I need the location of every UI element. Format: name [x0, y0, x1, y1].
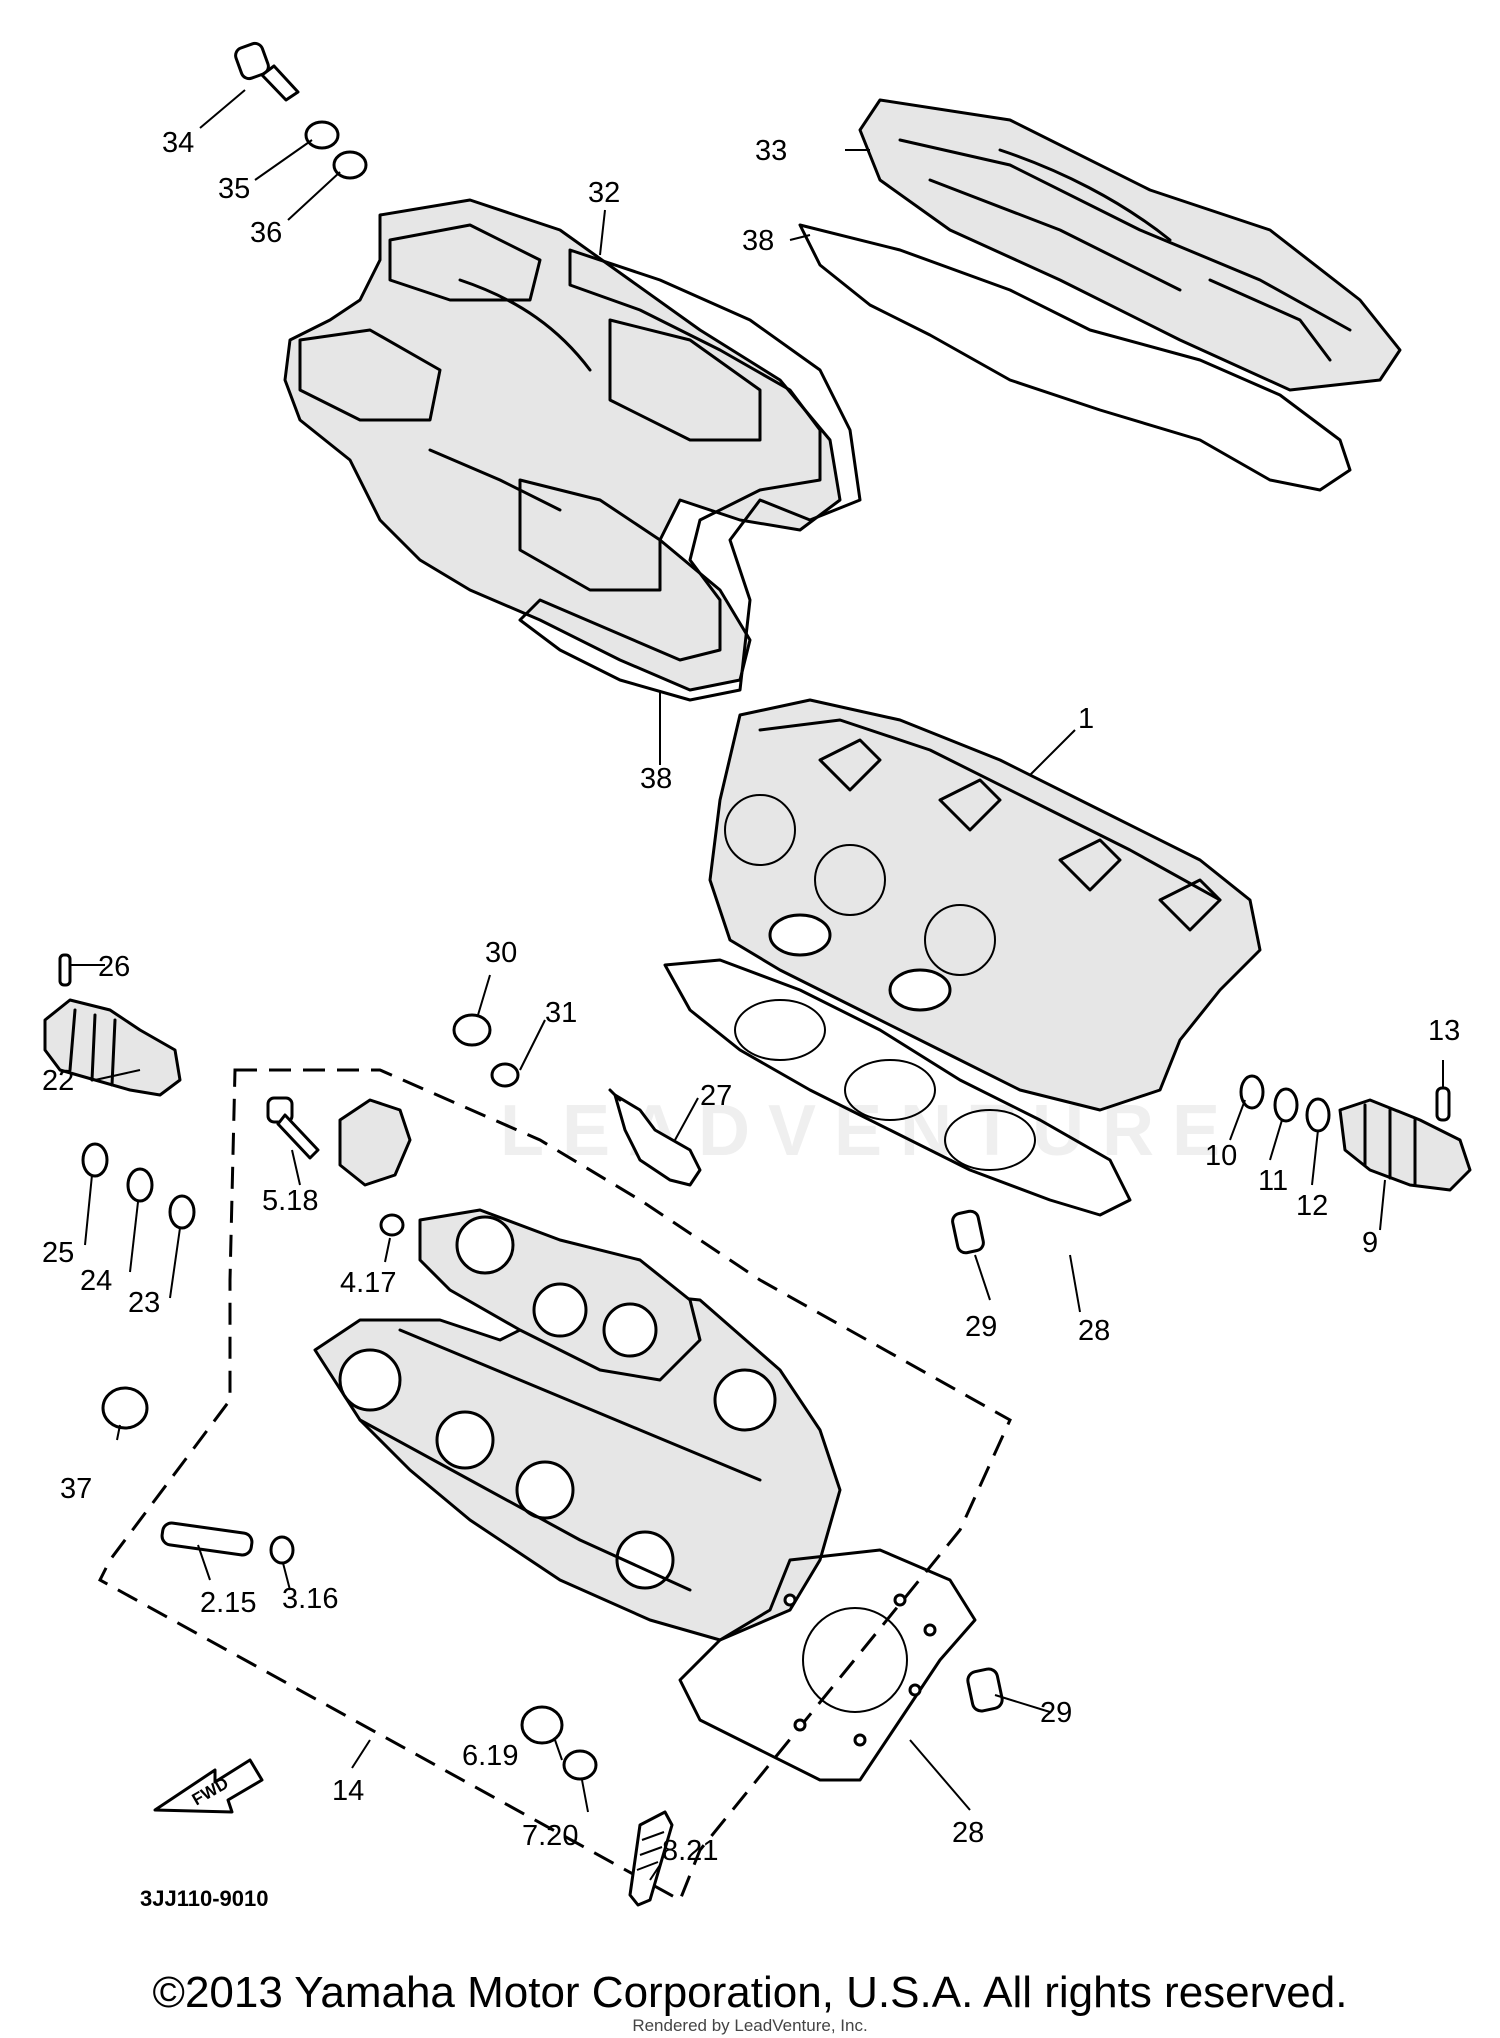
callout-36: 36: [250, 217, 282, 249]
part-30: [452, 1013, 492, 1047]
callout-3-16: 3.16: [282, 1583, 338, 1615]
callout-31: 31: [545, 997, 577, 1029]
o-ring-3-16: [269, 1535, 295, 1565]
callout-30: 30: [485, 937, 517, 969]
rendered-by-notice: Rendered by LeadVenture, Inc.: [632, 2016, 868, 2035]
callout-11: 11: [1258, 1165, 1288, 1197]
o-ring-23: [168, 1194, 196, 1230]
plug-37: [101, 1386, 149, 1430]
callout-26: 26: [98, 951, 130, 983]
dowel-29-upper: [951, 1209, 985, 1255]
part-31: [490, 1062, 520, 1088]
callout-23: 23: [128, 1287, 160, 1319]
callout-13: 13: [1428, 1015, 1460, 1047]
callout-25: 25: [42, 1237, 74, 1269]
callout-24: 24: [80, 1265, 112, 1297]
callout-5-18: 5.18: [262, 1185, 318, 1217]
cylinder-head-rear: [708, 698, 1262, 1112]
diagram-code: 3JJ110-9010: [140, 1886, 268, 1911]
callout-32: 32: [588, 177, 620, 209]
dowel-4-17: [379, 1213, 405, 1237]
callout-33: 33: [755, 135, 787, 167]
plug-9: [1338, 1098, 1472, 1192]
washer-35: [304, 120, 340, 150]
stud-8-21: [628, 1810, 674, 1907]
fwd-arrow-icon: FWD: [153, 1758, 264, 1814]
cylinder-head-front: [313, 1208, 842, 1642]
pin-2-15: [160, 1521, 254, 1557]
o-ring-25: [81, 1142, 109, 1178]
callout-2-15: 2.15: [200, 1587, 256, 1619]
callout-28-upper: 28: [1078, 1315, 1110, 1347]
o-ring-11: [1273, 1087, 1299, 1123]
callout-27: 27: [700, 1080, 732, 1112]
callouts: 1 2.15 3.16 4.17 5.18 6.19 7.20 8.21 9 1…: [42, 127, 1460, 1867]
copyright-notice: ©2013 Yamaha Motor Corporation, U.S.A. A…: [152, 1968, 1348, 2017]
callout-6-19: 6.19: [462, 1740, 518, 1772]
dowel-29-lower: [966, 1667, 1004, 1713]
pin-26: [58, 953, 72, 987]
gasket-front-cover: [518, 248, 862, 702]
callout-8-21: 8.21: [662, 1835, 718, 1867]
plug-22: [43, 998, 182, 1097]
callout-38-front: 38: [640, 763, 672, 795]
head-cover-rear: [858, 98, 1402, 392]
head-gasket-rear: [663, 958, 1132, 1217]
bolt-34: [234, 41, 300, 102]
plug-6-19: [520, 1705, 564, 1745]
callout-34: 34: [162, 127, 194, 159]
o-ring-24: [126, 1167, 154, 1203]
callout-10: 10: [1205, 1140, 1237, 1172]
bolt-5-18: [266, 1096, 320, 1160]
callout-9: 9: [1362, 1227, 1378, 1259]
callout-29-lower: 29: [1040, 1697, 1072, 1729]
callout-4-17: 4.17: [340, 1267, 396, 1299]
callout-38-rear: 38: [742, 225, 774, 257]
o-ring-10: [1239, 1074, 1265, 1110]
callout-35: 35: [218, 173, 250, 205]
callout-14: 14: [332, 1775, 364, 1807]
head-cover-front: [283, 198, 842, 692]
watermark-text: LEADVENTURE: [500, 1091, 1238, 1171]
head-gasket-front: [678, 1548, 977, 1782]
callout-28-lower: 28: [952, 1817, 984, 1849]
callout-7-20: 7.20: [522, 1820, 578, 1852]
washer-7-20: [562, 1749, 598, 1781]
callout-12: 12: [1296, 1190, 1328, 1222]
leader-lines: [70, 89, 1444, 1881]
gasket-rear-cover: [798, 223, 1352, 492]
callout-37: 37: [60, 1473, 92, 1505]
o-ring-12: [1305, 1097, 1331, 1133]
callout-29-upper: 29: [965, 1311, 997, 1343]
bracket: [338, 1098, 412, 1187]
spark-plug-27: [608, 1088, 702, 1187]
callout-22: 22: [42, 1065, 74, 1097]
callout-1: 1: [1078, 703, 1094, 735]
washer-36: [332, 150, 368, 180]
group-box-14: [98, 1068, 1012, 1903]
pin-13: [1435, 1086, 1451, 1122]
